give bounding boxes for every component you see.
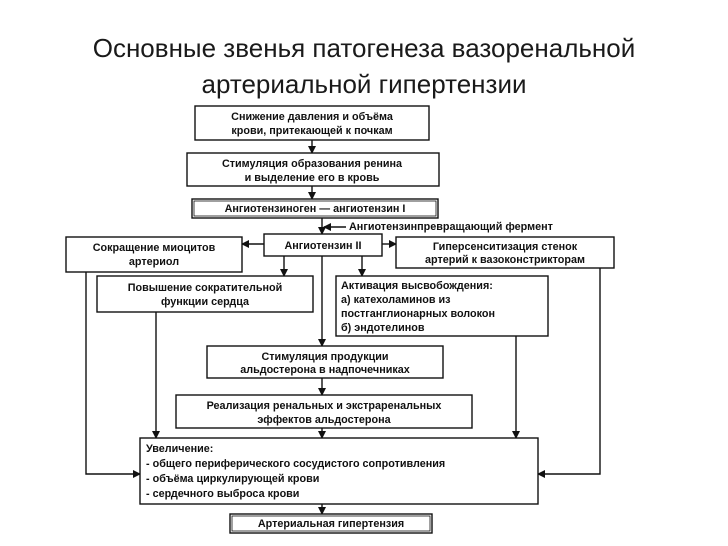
title-line-1: Основные звенья патогенеза вазоренальной xyxy=(92,33,636,63)
title-line-2: артериальной гипертензии xyxy=(201,69,527,99)
box-hypersensitization: Гиперсенситизация стенок артерий к вазок… xyxy=(395,236,615,269)
box-renin: Стимуляция образования ренина и выделени… xyxy=(186,152,440,187)
box-hypertension: Артериальная гипертензия xyxy=(229,513,433,534)
box-hypersensitization-line2: артерий к вазоконстрикторам xyxy=(425,254,585,266)
box-heart-function-line2: функции сердца xyxy=(161,296,250,308)
box-increase: Увеличение: - общего периферического сос… xyxy=(139,437,539,505)
box-release-line4: б) эндотелинов xyxy=(341,322,425,334)
box-renin-line1: Стимуляция образования ренина xyxy=(222,158,403,170)
box-aldosterone-effects-line1: Реализация ренальных и экстраренальных xyxy=(207,400,442,412)
box-angiotensinogen: Ангиотензиноген — ангиотензин I xyxy=(191,198,439,219)
arrow-hypersensitization-to-increase xyxy=(537,268,601,478)
box-increase-line4: - сердечного выброса крови xyxy=(146,488,299,500)
ace-label: Ангиотензинпревращающий фермент xyxy=(349,221,553,233)
box-hypertension-line1: Артериальная гипертензия xyxy=(258,518,404,530)
box-aldosterone-effects: Реализация ренальных и экстраренальных э… xyxy=(175,394,473,429)
box-release-line1: Активация высвобождения: xyxy=(341,280,493,292)
slide-title: Основные звенья патогенеза вазоренальной… xyxy=(0,30,728,102)
box-release: Активация высвобождения: а) катехоламино… xyxy=(335,275,549,337)
box-aldosterone-line2: альдостерона в надпочечниках xyxy=(240,364,410,376)
box-increase-line1: Увеличение: xyxy=(146,443,213,455)
box-heart-function-line1: Повышение сократительной xyxy=(128,282,282,294)
box-hypersensitization-line1: Гиперсенситизация стенок xyxy=(433,241,578,253)
box-angiotensinogen-line1: Ангиотензиноген — ангиотензин I xyxy=(225,203,406,215)
box-aldosterone-line1: Стимуляция продукции xyxy=(261,351,388,363)
arrow-myocytes-to-increase xyxy=(85,272,141,478)
box-heart-function: Повышение сократительной функции сердца xyxy=(96,275,314,313)
box-angiotensin2-line1: Ангиотензин II xyxy=(284,240,361,252)
box-aldosterone: Стимуляция продукции альдостерона в надп… xyxy=(206,345,444,379)
box-pressure-drop-line1: Снижение давления и объёма xyxy=(231,111,394,123)
box-myocytes: Сокращение миоцитов артериол xyxy=(65,236,243,273)
box-release-line2: а) катехоламинов из xyxy=(341,294,450,306)
box-pressure-drop-line2: крови, притекающей к почкам xyxy=(231,125,392,137)
connectors xyxy=(85,140,601,515)
box-pressure-drop: Снижение давления и объёма крови, притек… xyxy=(194,105,430,141)
box-increase-line2: - общего периферического сосудистого соп… xyxy=(146,458,445,470)
box-release-line3: постганглионарных волокон xyxy=(341,308,495,320)
box-myocytes-line1: Сокращение миоцитов xyxy=(93,242,216,254)
box-renin-line2: и выделение его в кровь xyxy=(245,172,380,184)
box-increase-line3: - объёма циркулирующей крови xyxy=(146,473,319,485)
box-myocytes-line2: артериол xyxy=(129,256,179,268)
box-angiotensin2: Ангиотензин II xyxy=(263,233,383,257)
box-aldosterone-effects-line2: эффектов альдостерона xyxy=(257,414,391,426)
